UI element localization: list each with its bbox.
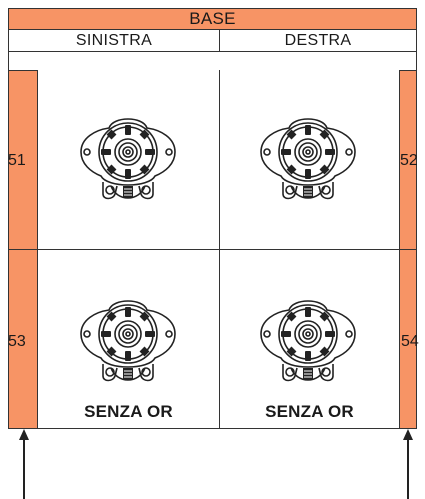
position-number-51: 51 [8, 152, 26, 169]
right-side-header: DESTRA [219, 30, 417, 52]
left-row-divider [38, 249, 219, 250]
senza-or-label-54: SENZA OR [265, 402, 354, 421]
left-strip-divider [8, 249, 38, 250]
hydraulic-motor-icon [253, 102, 363, 212]
left-side-header: SINISTRA [8, 30, 220, 52]
up-arrow-icon [18, 429, 30, 499]
position-number-52: 52 [400, 152, 418, 169]
senza-or-label-53: SENZA OR [84, 402, 173, 421]
center-divider [219, 70, 220, 429]
position-number-54: 54 [401, 333, 419, 350]
base-header: BASE [8, 8, 417, 30]
up-arrow-icon [402, 429, 414, 499]
right-strip-divider [399, 249, 417, 250]
right-row-divider [220, 249, 399, 250]
position-number-53: 53 [8, 333, 26, 350]
hydraulic-motor-icon [73, 284, 183, 394]
hydraulic-motor-icon [73, 102, 183, 212]
hydraulic-motor-icon [253, 284, 363, 394]
